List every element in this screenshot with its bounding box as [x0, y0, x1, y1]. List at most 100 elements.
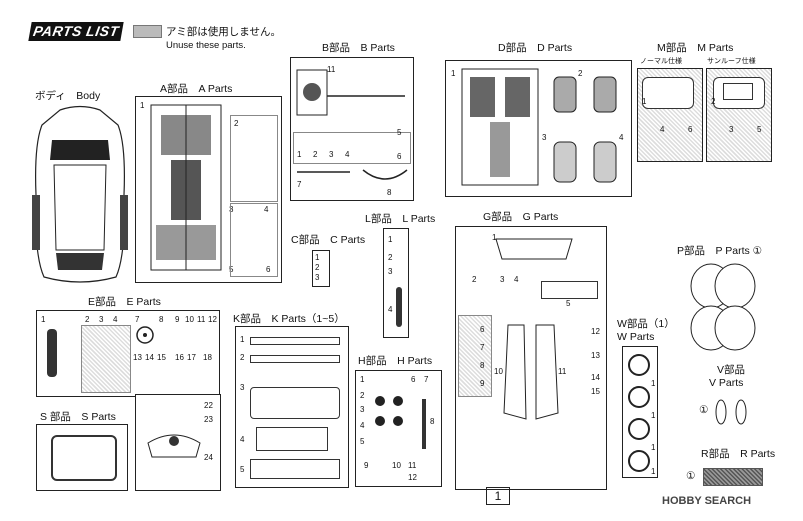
e-part-number: 15	[157, 353, 166, 362]
e-part-number: 7	[135, 315, 140, 324]
p-parts-title: P部品 P Parts ①	[677, 245, 763, 257]
d-seats-drawing	[553, 76, 617, 183]
b-part-number: 6	[397, 152, 402, 161]
m-parts-tree-normal: 1 4 6	[637, 68, 703, 162]
b-part-number: 11	[327, 65, 336, 74]
r-decal-swatch	[703, 468, 763, 486]
v-parts-drawing	[715, 399, 747, 425]
g-part-number: 11	[558, 367, 567, 376]
b-part-number: 8	[387, 188, 392, 197]
m-normal-label: ノーマル仕様	[640, 58, 682, 65]
k-part-number: 3	[240, 383, 245, 392]
h-parts-tree: 1 6 7 2 3 4 5 8 9 10 11 12	[355, 370, 442, 487]
d-interior-drawing	[461, 68, 539, 186]
d-part-number: 3	[542, 133, 547, 142]
h-part-number: 12	[408, 473, 417, 482]
w-parts-tree: 1 1 1 1	[622, 346, 658, 478]
a-part-number: 4	[264, 205, 269, 214]
b-axle-drawing	[296, 69, 405, 116]
e-part-number: 18	[203, 353, 212, 362]
v-parts-title-2: V Parts	[709, 377, 744, 389]
c-part-number: 3	[315, 273, 320, 282]
l-parts-title: L部品 L Parts	[365, 213, 436, 225]
w-part-number: 1	[651, 467, 656, 476]
h-part-number: 5	[360, 437, 365, 446]
m-sunroof-label: サンルーフ仕様	[707, 58, 756, 65]
d-part-number: 1	[451, 69, 456, 78]
r-part-number: ①	[686, 470, 696, 482]
s-parts-title: S 部品 S Parts	[40, 411, 116, 423]
h-part-number: 11	[408, 461, 417, 470]
r-parts-title: R部品 R Parts	[701, 448, 776, 460]
g-part-number: 13	[591, 351, 600, 360]
g-part-number: 14	[591, 373, 600, 382]
w-part-number: 1	[651, 443, 656, 452]
g-part-number: 6	[480, 325, 485, 334]
b-parts-title: B部品 B Parts	[322, 42, 395, 54]
c-part-number: 2	[315, 263, 320, 272]
a-parts-title: A部品 A Parts	[160, 83, 233, 95]
h-part-number: 1	[360, 375, 365, 384]
e-parts-tree-lower: 22 23 24	[135, 394, 221, 491]
h-part-number: 7	[424, 375, 429, 384]
h-part-number: 9	[364, 461, 369, 470]
h-part-number: 3	[360, 405, 365, 414]
g-part-number: 15	[591, 387, 600, 396]
k-parts-tree: 1 2 3 4 5	[235, 326, 349, 488]
k-part-number: 1	[240, 335, 245, 344]
g-windshield-drawing	[495, 238, 573, 260]
e-part-number: 12	[208, 315, 217, 324]
unused-parts-swatch	[133, 25, 162, 38]
c-part-number: 1	[315, 253, 320, 262]
h-part-number: 8	[430, 417, 435, 426]
e-part-number: 9	[175, 315, 180, 324]
b-part-number: 2	[313, 150, 318, 159]
g-part-number: 10	[494, 367, 503, 376]
g-part-number: 4	[514, 275, 519, 284]
e-parts-tree: 1 2 3 4 5 6 7 8 9 10 11 12 13 14 15 16 1…	[36, 310, 220, 397]
e-part-number: 1	[41, 315, 46, 324]
m-part-number: 5	[757, 125, 762, 134]
k-part-number: 4	[240, 435, 245, 444]
v-part-number: ①	[699, 404, 709, 416]
e-dashboard-drawing	[147, 434, 201, 458]
g-part-number: 3	[500, 275, 505, 284]
c-parts-title: C部品 C Parts	[291, 234, 366, 246]
m-part-number: 1	[642, 97, 647, 106]
l-part-number: 2	[388, 253, 393, 262]
e-part-number: 24	[204, 453, 213, 462]
a-part-number: 1	[140, 101, 145, 110]
h-part-number: 4	[360, 421, 365, 430]
a-chassis-drawing	[150, 104, 222, 271]
w-parts-title-2: W Parts	[617, 331, 655, 343]
v-parts-title-1: V部品	[717, 364, 746, 376]
a-parts-tree: 1 2 3 4 5 6	[135, 96, 282, 283]
d-part-number: 2	[578, 69, 583, 78]
k-part-number: 2	[240, 353, 245, 362]
m-parts-tree-sunroof: 2 3 5	[706, 68, 772, 162]
g-side-windows-drawing	[503, 324, 559, 420]
a-part-number: 2	[234, 119, 239, 128]
e-part-number: 23	[204, 415, 213, 424]
p-tires-drawing	[690, 263, 756, 351]
w-part-number: 1	[651, 411, 656, 420]
e-part-number: 10	[185, 315, 194, 324]
e-part-number: 13	[133, 353, 142, 362]
e-part-number: 22	[204, 401, 213, 410]
w-parts-title-1: W部品（1）	[617, 318, 675, 330]
h-part-number: 2	[360, 391, 365, 400]
e-part-number: 14	[145, 353, 154, 362]
b-part-number: 1	[297, 150, 302, 159]
l-parts-tree: 1 2 3 4	[383, 228, 409, 338]
s-parts-tree	[36, 424, 128, 491]
b-part-number: 5	[397, 128, 402, 137]
b-rods-drawing	[297, 169, 408, 180]
g-part-number: 9	[480, 379, 485, 388]
e-steering-wheel-icon	[136, 326, 154, 344]
m-parts-title: M部品 M Parts	[657, 42, 734, 54]
g-part-number: 1	[492, 233, 497, 242]
g-part-number: 7	[480, 343, 485, 352]
d-part-number: 4	[619, 133, 624, 142]
d-parts-tree: 1 2 3 4	[445, 60, 632, 197]
body-section-title: ボディ Body	[35, 90, 101, 102]
